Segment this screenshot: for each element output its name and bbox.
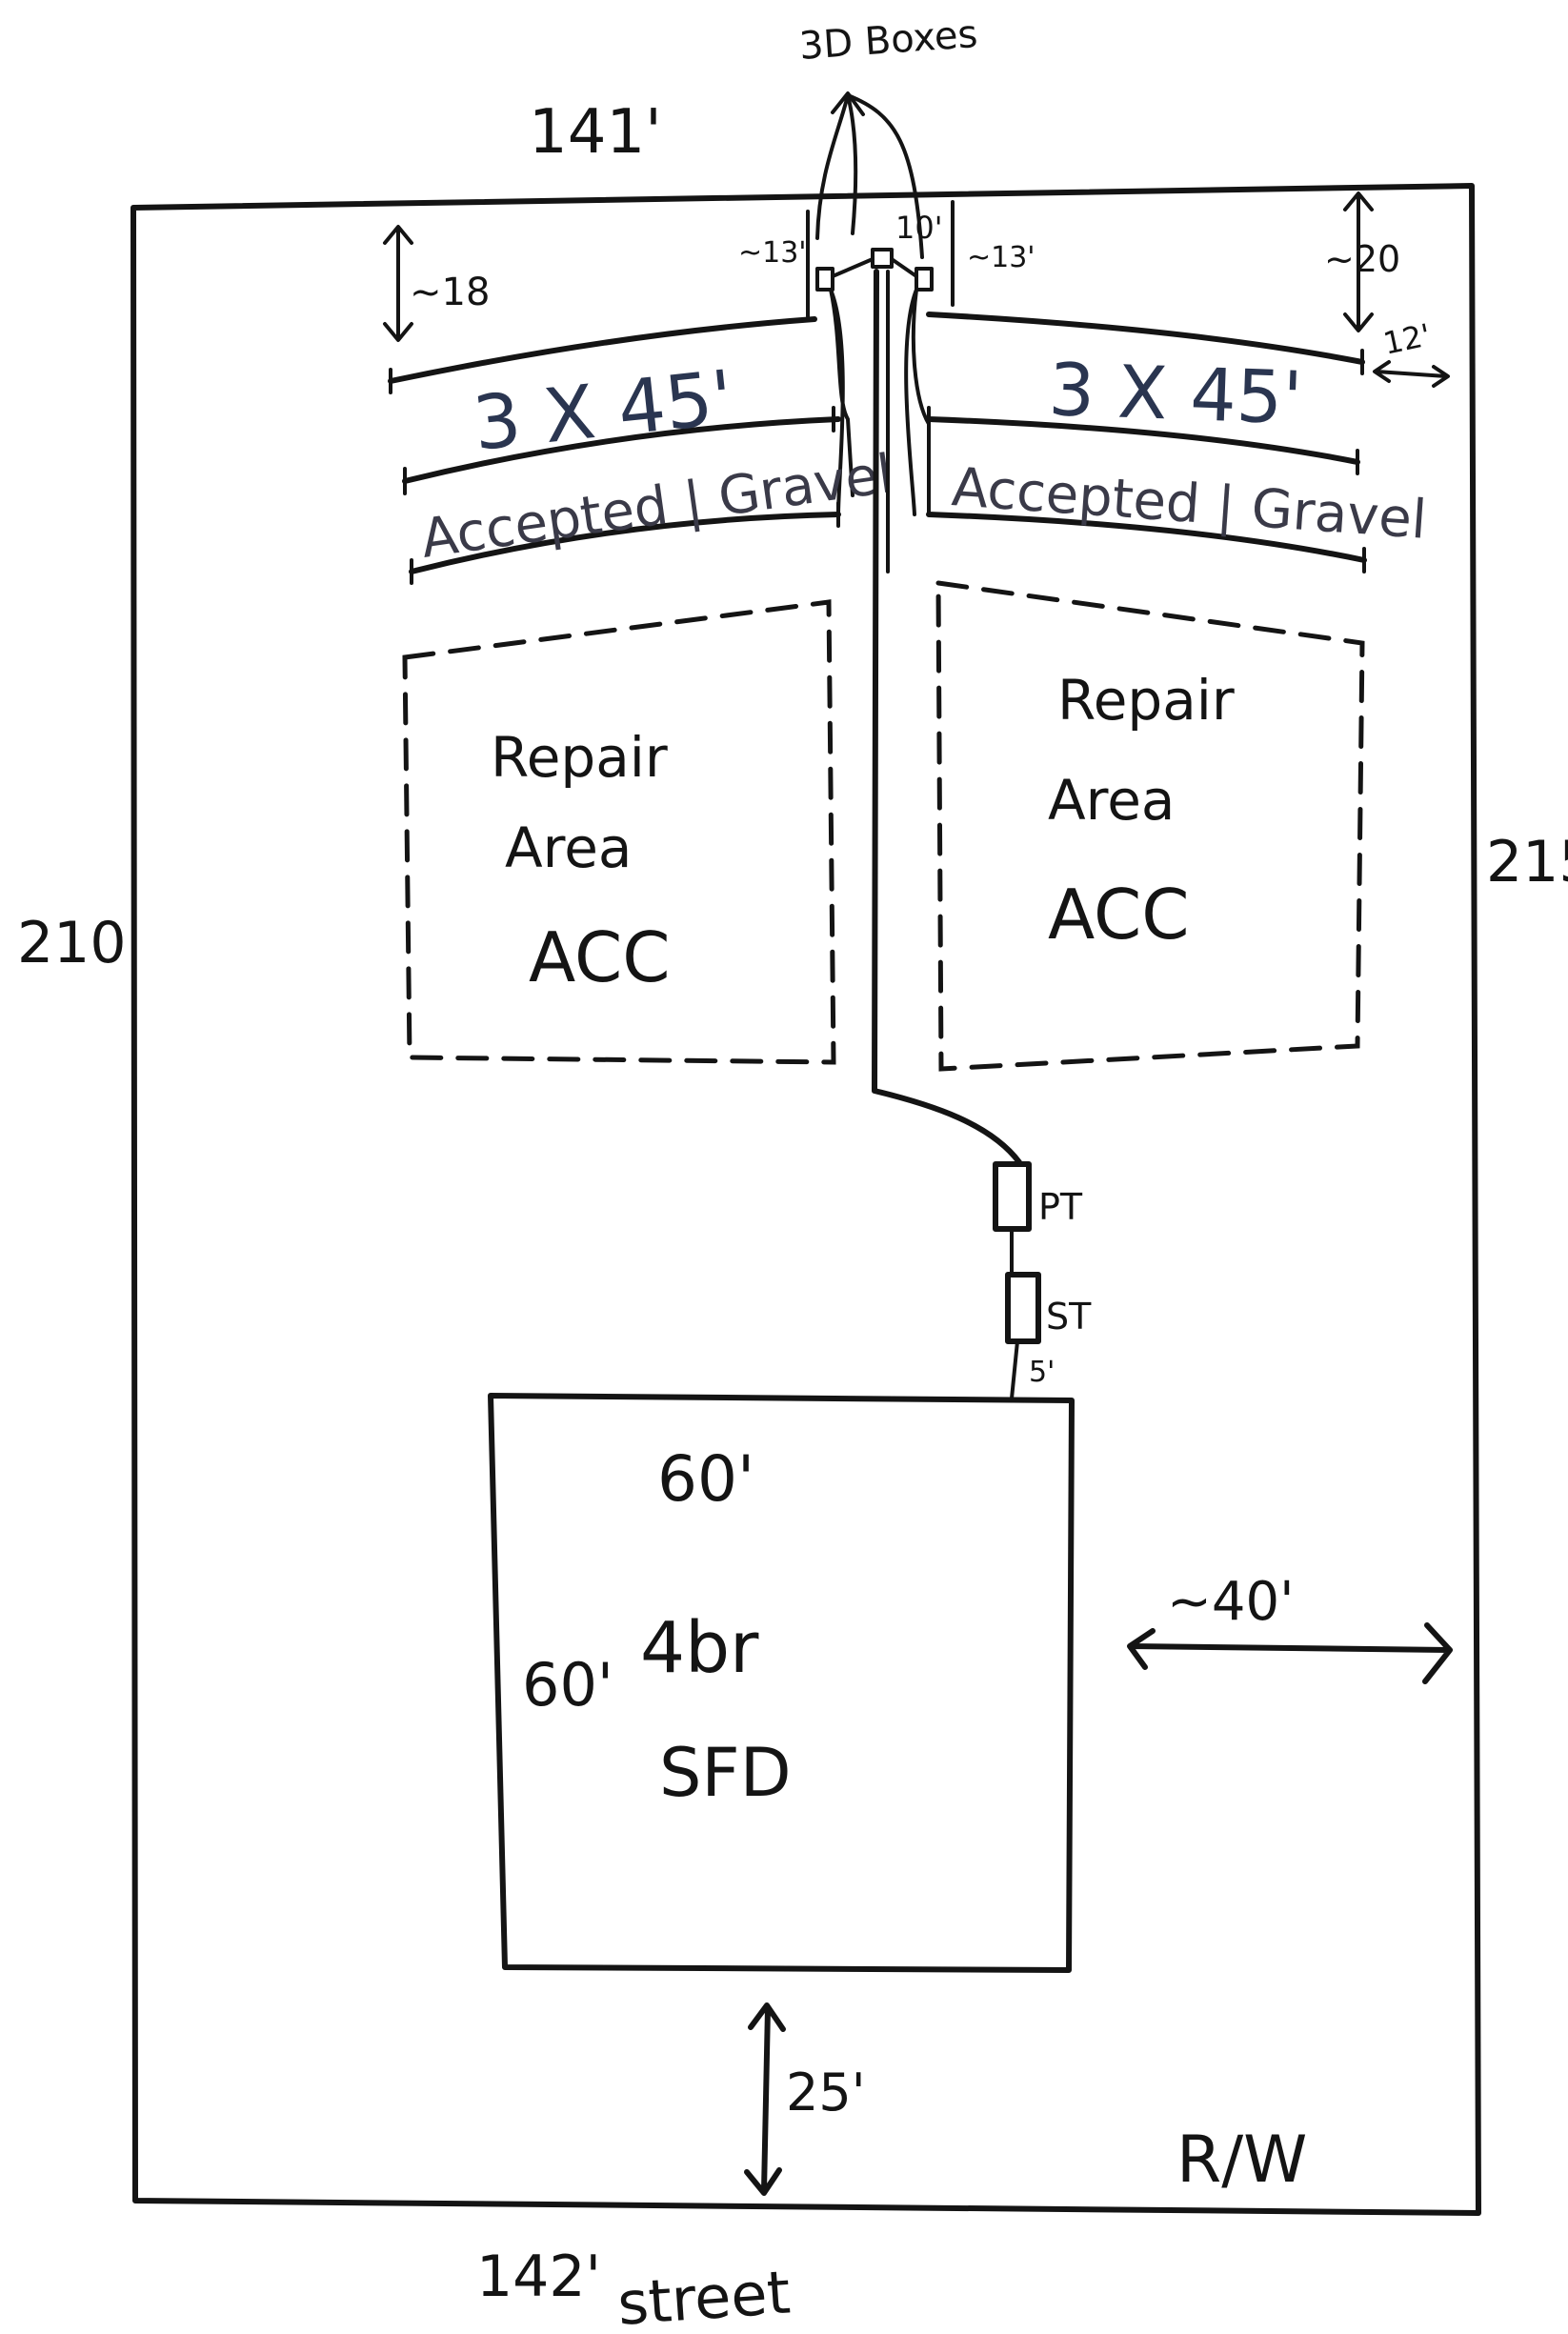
repair-area-left-line1: Repair (491, 725, 668, 790)
repair-area-left-line3: ACC (529, 917, 671, 997)
house-type-label: SFD (659, 1734, 792, 1812)
main-line (872, 269, 1022, 1165)
street-label: street (615, 2257, 793, 2334)
septic-tank-label: ST (1046, 1296, 1092, 1338)
distribution-box-right (915, 267, 934, 292)
distribution-box-left (815, 267, 834, 292)
box-connector (831, 257, 918, 278)
trench-left-2 (402, 416, 841, 484)
side-setback-label: ~40' (1167, 1571, 1295, 1633)
trench-right-end-ticks (927, 349, 1366, 573)
arrowhead-icon (831, 91, 865, 116)
house-bedrooms-label: 4br (640, 1607, 759, 1689)
house-width-label: 60' (657, 1442, 754, 1516)
trench-right-1 (926, 312, 1365, 365)
trench-left-1 (388, 316, 817, 384)
box-spacing-label: 10' (895, 210, 943, 246)
trench-left-offset-arrow (383, 225, 413, 342)
trench-left-offset-label: ~18 (410, 271, 490, 314)
front-setback-label: 25' (786, 2062, 866, 2123)
trench-right-offset-arrow (1343, 191, 1374, 332)
repair-area-left (402, 599, 836, 1065)
trench-left-3 (409, 512, 841, 574)
pump-tank (993, 1161, 1032, 1232)
house-outline (488, 1393, 1075, 1973)
repair-area-right-line1: Repair (1057, 668, 1235, 733)
title-3d-boxes: 3D Boxes (797, 12, 978, 69)
feed-line-left (829, 288, 854, 516)
feed-line-right (904, 288, 931, 516)
trench-right-size-label: 3 X 45' (1047, 347, 1303, 440)
lot-bottom-dimension: 142' (476, 2243, 601, 2310)
trench-right-2 (926, 416, 1360, 465)
repair-area-right-line3: ACC (1048, 875, 1190, 955)
pump-tank-label: PT (1038, 1186, 1083, 1228)
distribution-box-center (871, 248, 894, 269)
lot-top-dimension: 141' (529, 97, 662, 168)
lot-boundary (131, 183, 1481, 2216)
septic-line (1010, 1339, 1019, 1400)
trench-right-side-offset-label: 12' (1380, 316, 1434, 361)
box-offset-right-label: ~13' (967, 241, 1035, 274)
side-setback-arrow (1127, 1622, 1453, 1684)
repair-area-left-line2: Area (505, 815, 632, 880)
trench-left-size-label: 3 X 45' (470, 355, 737, 468)
trench-right-offset-label: ~20 (1324, 238, 1400, 280)
trench-left-end-ticks (389, 368, 840, 585)
boxes-arrow (815, 93, 924, 259)
repair-area-right-line2: Area (1048, 768, 1175, 833)
lot-right-dimension: 215 (1486, 829, 1568, 895)
box-offset-left-label: ~13' (738, 236, 807, 270)
septic-tank (1005, 1272, 1041, 1344)
lot-left-dimension: 210' (17, 910, 142, 976)
repair-area-right (935, 580, 1365, 1072)
trench-right-side-arrow (1373, 360, 1450, 388)
septic-line-label: 5' (1029, 1356, 1055, 1389)
house-depth-label: 60' (522, 1650, 613, 1720)
trench-right-3 (926, 512, 1367, 563)
front-setback-arrow (744, 2002, 786, 2196)
right-of-way-label: R/W (1176, 2123, 1307, 2198)
